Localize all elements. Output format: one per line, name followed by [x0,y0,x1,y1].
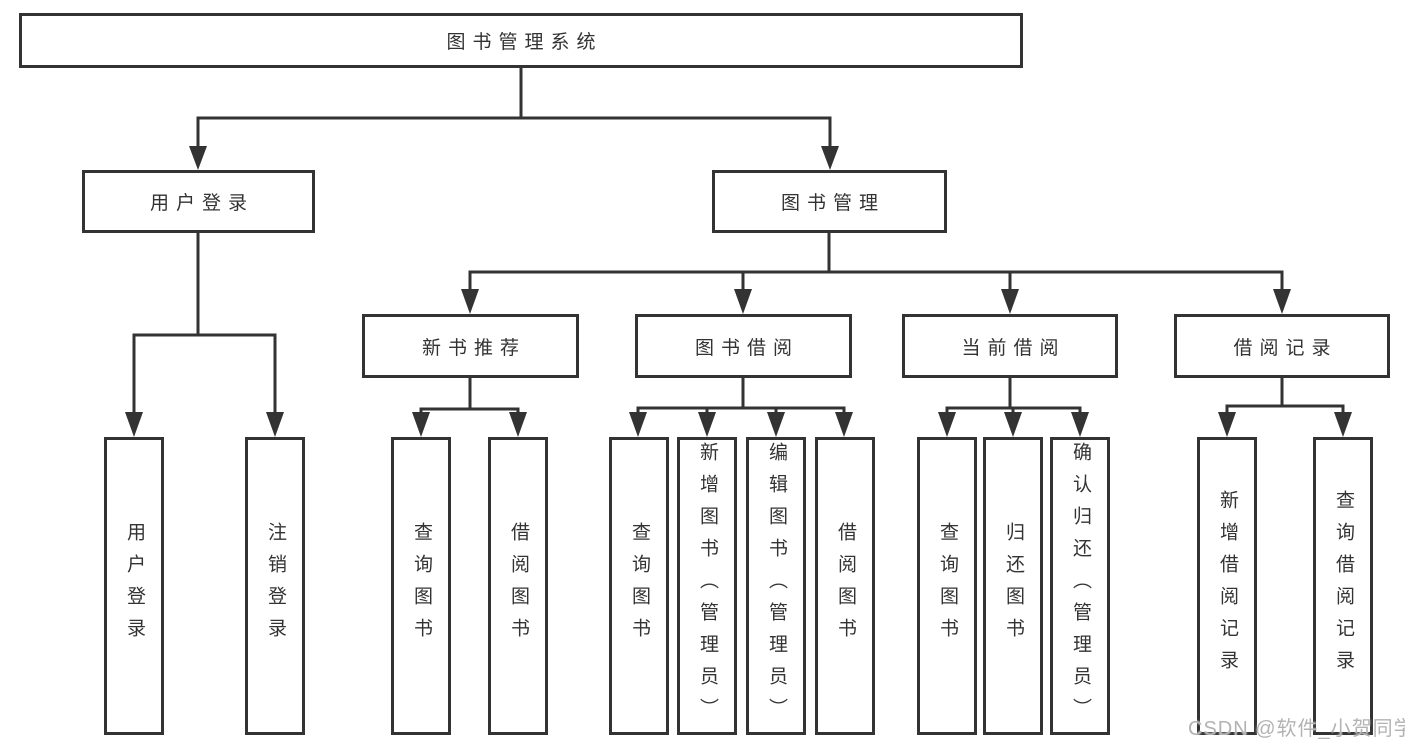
leaf-label: 新增图书（管理员） [697,442,718,730]
arrow-down-icon [1004,412,1022,437]
leaf-label: 借阅图书 [508,522,529,650]
arrow-down-icon [835,412,853,437]
leaf-logout-login: 注销登录 [245,437,305,735]
arrow-down-icon [1071,412,1089,437]
node-book-borrow: 图书借阅 [635,314,852,378]
arrow-down-icon [698,412,716,437]
leaf-borrow-books-recommend: 借阅图书 [488,437,548,735]
leaf-add-borrow-record: 新增借阅记录 [1197,437,1257,735]
arrow-down-icon [125,412,143,437]
node-user-login: 用户登录 [82,170,315,233]
leaf-label: 编辑图书（管理员） [766,442,787,730]
connector-new-book-recommend-to-leaves [412,374,527,437]
arrow-down-icon [1218,412,1236,437]
node-root-label: 图书管理系统 [446,32,603,53]
connector-current-borrow-to-leaves [938,374,1089,437]
leaf-query-books-recommend: 查询图书 [391,437,451,735]
leaf-confirm-return-admin: 确认归还（管理员） [1050,437,1110,735]
connector-user-login-to-leaves [125,229,284,437]
node-borrow-record: 借阅记录 [1174,314,1390,378]
leaf-query-borrow-record: 查询借阅记录 [1313,437,1373,735]
node-root: 图书管理系统 [19,13,1023,68]
leaf-label: 查询图书 [629,522,650,650]
leaf-user-login: 用户登录 [104,437,164,735]
arrow-down-icon [821,146,839,170]
node-book-management-label: 图书管理 [780,193,885,214]
connector-book-borrow-to-leaves [629,374,853,437]
leaf-label: 借阅图书 [835,522,856,650]
node-user-login-label: 用户登录 [149,193,254,214]
leaf-query-books-borrow: 查询图书 [609,437,669,735]
arrow-down-icon [412,412,430,437]
connector-borrow-record-to-leaves [1218,374,1352,437]
arrow-down-icon [734,289,752,314]
arrow-down-icon [938,412,956,437]
node-book-management: 图书管理 [712,170,947,233]
connector-book-management-to-level3 [461,229,1291,314]
csdn-watermark: CSDN @软件_小贺同学 [1188,718,1405,740]
leaf-label: 用户登录 [124,522,145,650]
node-new-book-recommend-label: 新书推荐 [421,337,526,359]
leaf-label: 查询借阅记录 [1333,490,1354,682]
leaf-label: 归还图书 [1003,522,1024,650]
node-current-borrow: 当前借阅 [902,314,1118,378]
node-current-borrow-label: 当前借阅 [961,337,1066,359]
connector-root-to-level2 [189,64,839,170]
leaf-label: 查询图书 [411,522,432,650]
leaf-label: 注销登录 [265,522,286,650]
leaf-edit-book-admin: 编辑图书（管理员） [746,437,806,735]
arrow-down-icon [189,146,207,170]
arrow-down-icon [629,412,647,437]
leaf-query-books-current: 查询图书 [917,437,977,735]
leaf-label: 查询图书 [937,522,958,650]
leaf-label: 新增借阅记录 [1217,490,1238,682]
arrow-down-icon [461,289,479,314]
arrow-down-icon [1001,289,1019,314]
arrow-down-icon [1334,412,1352,437]
arrow-down-icon [266,412,284,437]
node-book-borrow-label: 图书借阅 [694,337,799,359]
arrow-down-icon [767,412,785,437]
node-borrow-record-label: 借阅记录 [1233,337,1338,359]
node-new-book-recommend: 新书推荐 [362,314,579,378]
arrow-down-icon [509,412,527,437]
leaf-borrow-books-borrow: 借阅图书 [815,437,875,735]
leaf-label: 确认归还（管理员） [1070,442,1091,730]
leaf-return-book: 归还图书 [983,437,1043,735]
arrow-down-icon [1273,289,1291,314]
leaf-add-book-admin: 新增图书（管理员） [677,437,737,735]
